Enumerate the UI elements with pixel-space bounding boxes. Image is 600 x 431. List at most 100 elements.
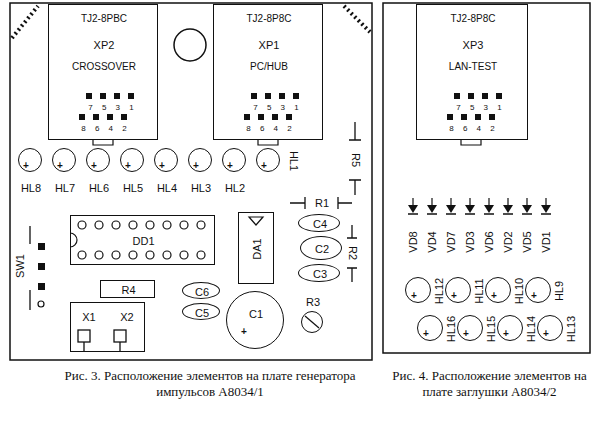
part-label: HL16 bbox=[446, 316, 457, 342]
part-label: C1 bbox=[249, 309, 263, 320]
part-label: HL12 bbox=[434, 278, 445, 304]
polarity-mark: + bbox=[57, 161, 63, 171]
polarity-mark: + bbox=[451, 291, 457, 301]
led-outline: HL7+ bbox=[52, 148, 76, 172]
led-outline: HL12+ bbox=[405, 277, 431, 303]
part-label: HL3 bbox=[191, 183, 211, 194]
led-outline: HL5+ bbox=[120, 148, 144, 172]
chip-pins bbox=[70, 221, 205, 259]
component-outline: X1X2 bbox=[70, 302, 145, 352]
part-label: VD8 bbox=[408, 231, 419, 252]
round-component: R3 bbox=[301, 311, 323, 333]
part-label: SW1 bbox=[15, 254, 26, 278]
capacitor-outline: C2 bbox=[300, 236, 342, 260]
polarity-mark: + bbox=[543, 329, 549, 339]
led-outline: HL9+ bbox=[525, 277, 551, 303]
led-outline: HL14+ bbox=[497, 315, 523, 341]
polarity-mark: + bbox=[23, 161, 29, 171]
polarity-mark: + bbox=[227, 161, 233, 171]
part-label: C6 bbox=[195, 286, 209, 297]
polarity-mark: + bbox=[261, 161, 267, 171]
polarity-mark: + bbox=[411, 291, 417, 301]
part-label: HL6 bbox=[89, 183, 109, 194]
part-label: C2 bbox=[315, 244, 329, 255]
led-outline: HL3+ bbox=[188, 148, 212, 172]
part-label: HL1 bbox=[288, 151, 299, 171]
connector-pins bbox=[79, 93, 134, 145]
part-label: HL2 bbox=[225, 183, 245, 194]
pin-numbers: 8 6 4 2 bbox=[81, 125, 126, 133]
polarity-mark: + bbox=[503, 329, 509, 339]
rj45-connector: TJ2-8P8C XP3LAN-TEST 7 5 3 1 8 6 4 2 bbox=[416, 4, 528, 140]
pin-numbers: 7 5 3 1 bbox=[456, 104, 501, 112]
part-label: XP3 bbox=[463, 40, 484, 51]
terminal-pads bbox=[78, 330, 126, 352]
capacitor-outline: C4 bbox=[298, 214, 340, 232]
switch-symbol bbox=[30, 226, 45, 310]
capacitor-outline: C5 bbox=[182, 303, 220, 320]
led-outline: HL2+ bbox=[222, 148, 246, 172]
part-label: DA1 bbox=[252, 238, 263, 259]
part-label: VD6 bbox=[484, 231, 495, 252]
part-label: HL10 bbox=[514, 278, 525, 304]
part-label: VD2 bbox=[503, 231, 514, 252]
part-label: C4 bbox=[313, 219, 327, 230]
connector-pins bbox=[244, 93, 299, 145]
pin-numbers: 8 6 4 2 bbox=[449, 125, 494, 133]
part-label: TJ2-8PBC bbox=[81, 14, 127, 24]
led-outline: HL15+ bbox=[457, 315, 483, 341]
part-label: HL13 bbox=[566, 316, 577, 342]
led-outline: HL10+ bbox=[485, 277, 511, 303]
part-label: HL9 bbox=[554, 281, 565, 301]
pin-numbers: 7 5 3 1 bbox=[253, 104, 298, 112]
component-outline: DA1 bbox=[238, 212, 274, 284]
part-label: VD7 bbox=[446, 231, 457, 252]
pin-numbers: 7 5 3 1 bbox=[88, 104, 133, 112]
part-label: HL14 bbox=[526, 316, 537, 342]
led-outline: HL1+ bbox=[256, 148, 280, 172]
part-label: X2 bbox=[120, 312, 133, 323]
figure-caption: Рис. 3. Расположение элементов на плате … bbox=[60, 368, 360, 399]
polarity-mark: + bbox=[159, 161, 165, 171]
part-label: LAN-TEST bbox=[449, 62, 497, 72]
part-label: VD3 bbox=[465, 231, 476, 252]
rj45-connector: TJ2-8P8CXP1PC/HUB7 5 3 18 6 4 2 bbox=[213, 4, 323, 140]
part-label: VD1 bbox=[541, 231, 552, 252]
polarity-mark: + bbox=[193, 161, 199, 171]
polarity-mark: + bbox=[463, 329, 469, 339]
led-outline: HL6+ bbox=[86, 148, 110, 172]
part-label: DD1 bbox=[132, 236, 154, 247]
part-label: R4 bbox=[121, 285, 135, 296]
led-outline: HL16+ bbox=[417, 315, 443, 341]
led-outline: HL11+ bbox=[445, 277, 471, 303]
part-label: VD4 bbox=[427, 231, 438, 252]
mounting-hole bbox=[174, 29, 206, 61]
part-label: R5 bbox=[350, 153, 361, 167]
polarity-mark: + bbox=[241, 327, 247, 337]
part-label: HL11 bbox=[474, 278, 485, 303]
part-label: C5 bbox=[195, 307, 209, 318]
part-label: HL4 bbox=[157, 183, 177, 194]
component-outline: DD1 bbox=[70, 215, 215, 265]
part-label: VD5 bbox=[522, 231, 533, 252]
led-outline: HL8+ bbox=[18, 148, 42, 172]
part-label: HL15 bbox=[486, 316, 497, 342]
corner-hatch bbox=[12, 6, 370, 38]
part-label: TJ2-8P8C bbox=[246, 14, 291, 24]
part-label: CROSSOVER bbox=[72, 62, 136, 72]
part-label: TJ2-8P8C bbox=[450, 14, 495, 24]
polarity-mark: + bbox=[91, 161, 97, 171]
round-component: C1+ bbox=[226, 291, 284, 349]
part-label: R3 bbox=[306, 297, 320, 308]
capacitor-outline: C6 bbox=[182, 282, 220, 299]
part-label: R2 bbox=[347, 246, 358, 260]
polarity-mark: + bbox=[423, 329, 429, 339]
resistor-symbol bbox=[290, 122, 361, 282]
trimmer-slot bbox=[305, 316, 319, 328]
regulator-key bbox=[249, 217, 263, 225]
part-label: R1 bbox=[315, 198, 329, 209]
part-label: XP1 bbox=[259, 40, 280, 51]
board-outline bbox=[10, 3, 590, 360]
pin-numbers: 8 6 4 2 bbox=[246, 125, 291, 133]
